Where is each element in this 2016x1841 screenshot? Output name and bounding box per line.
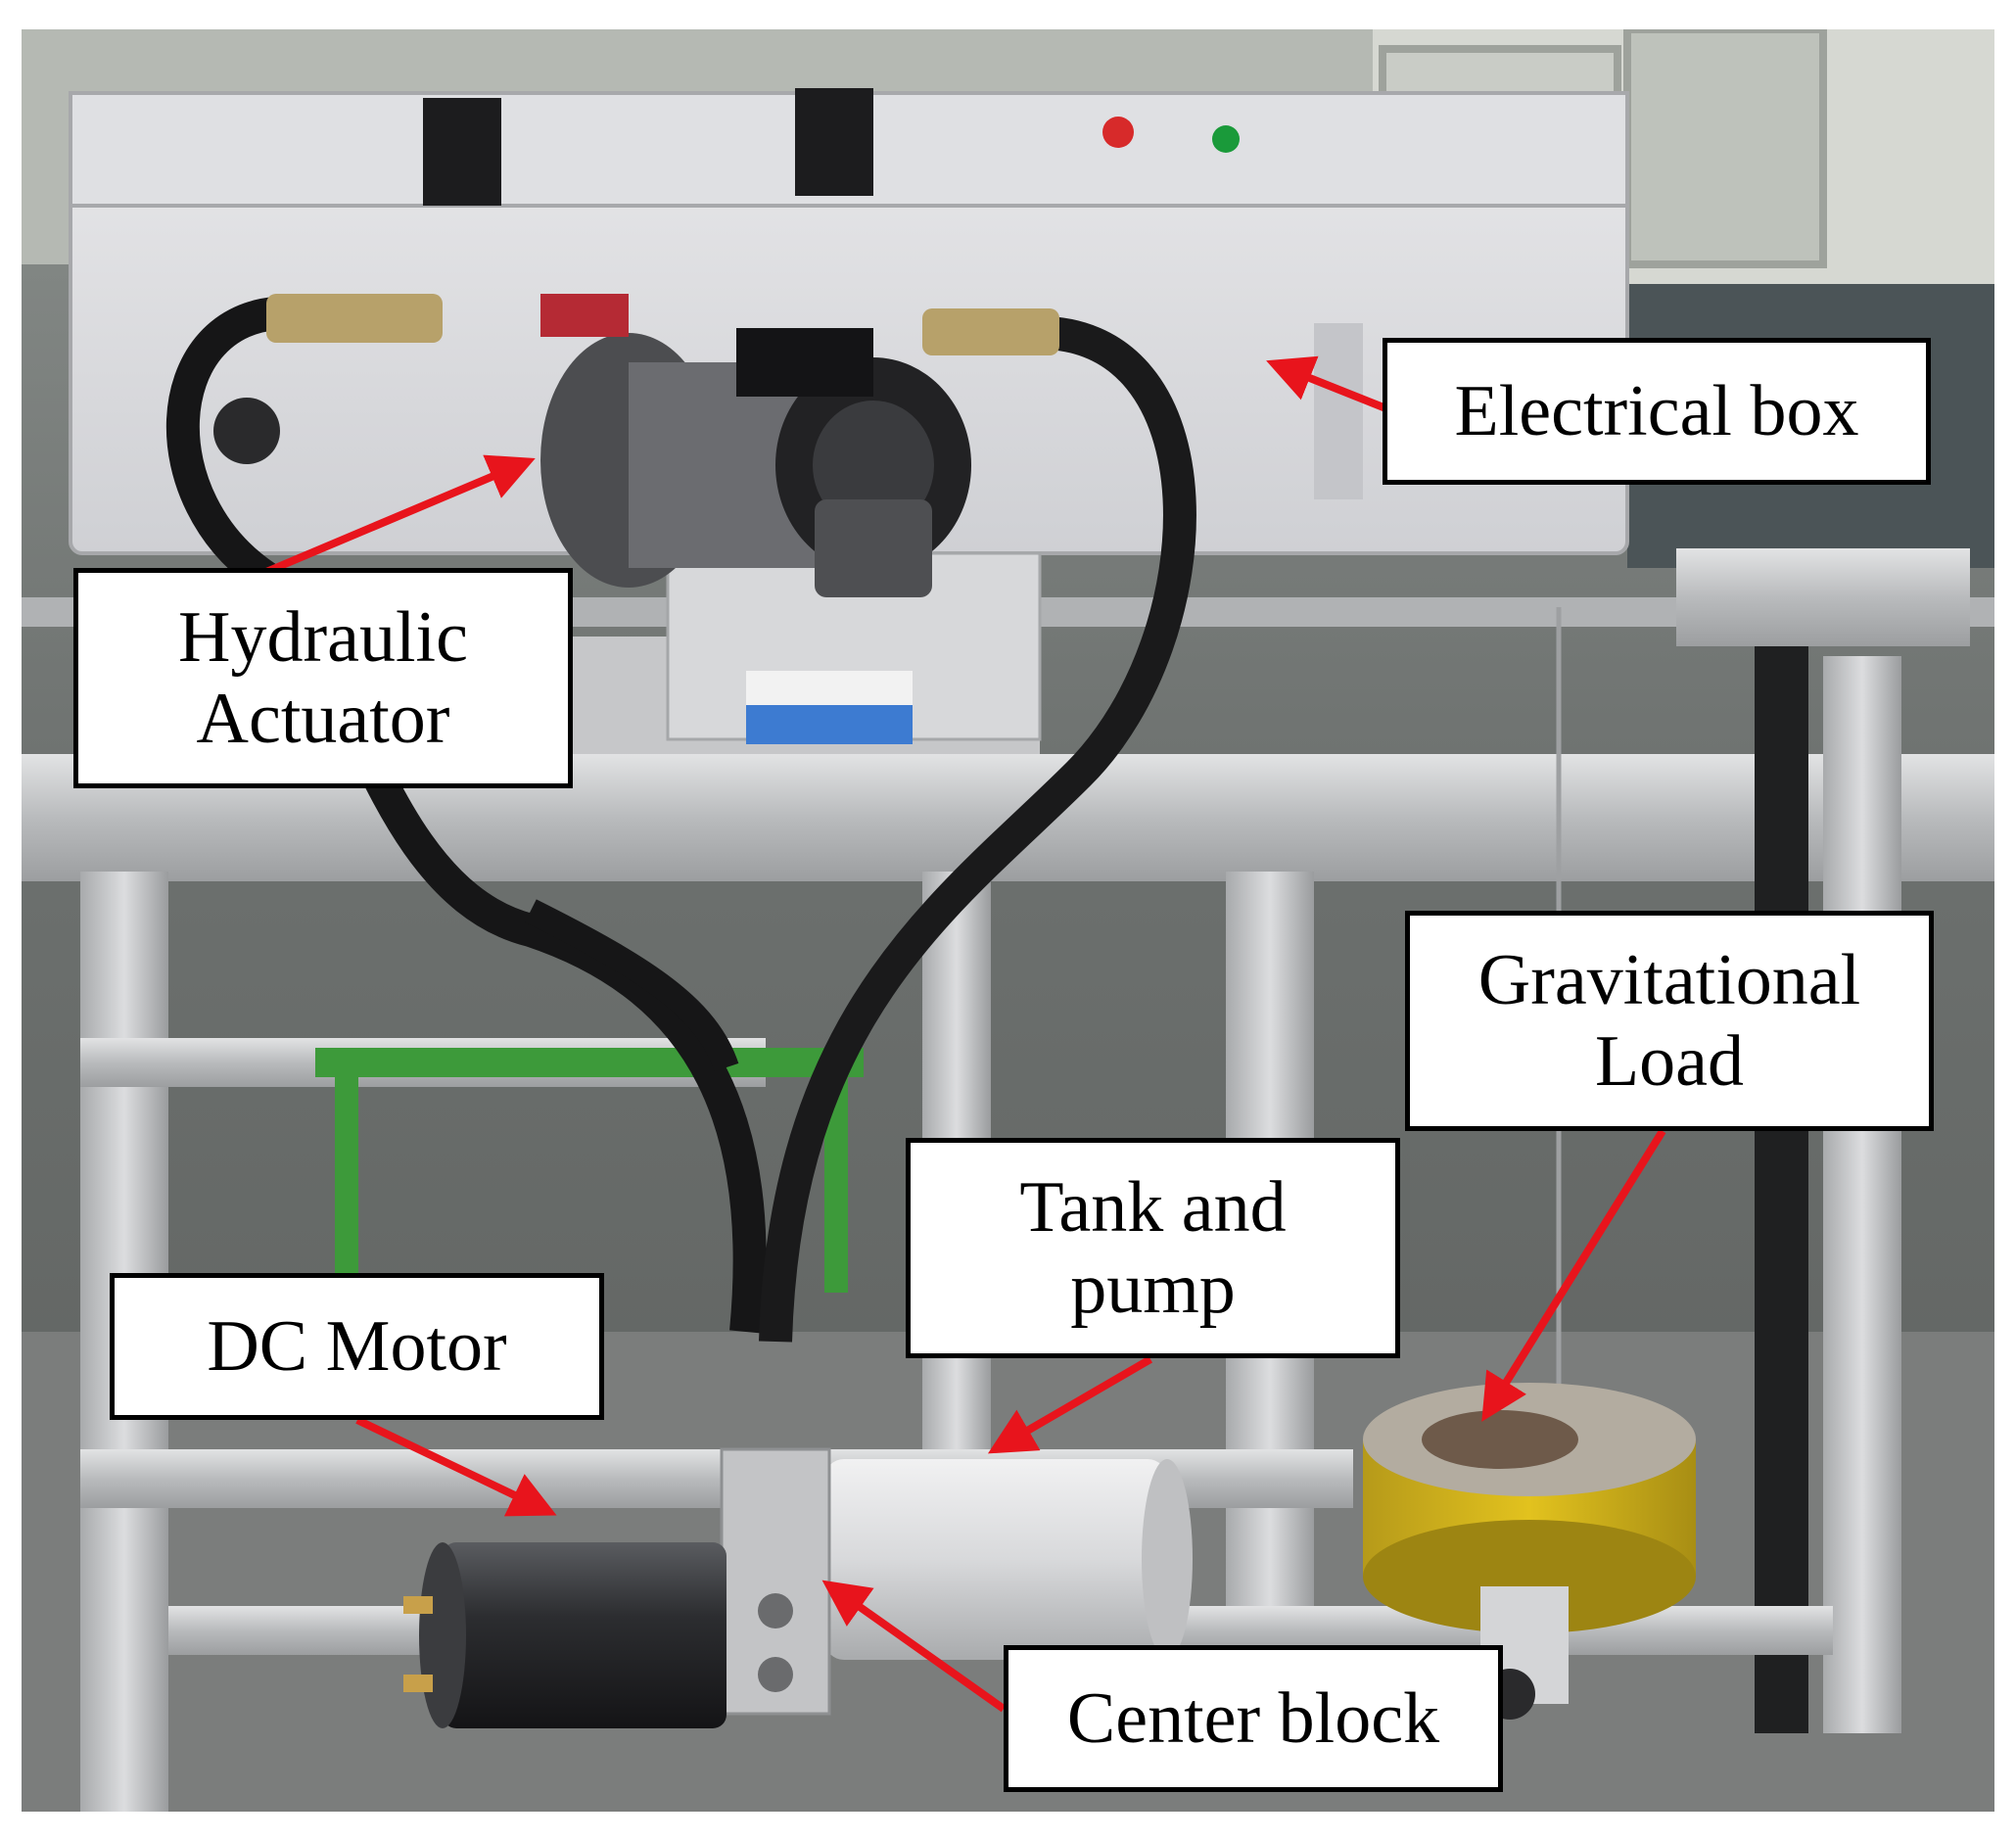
label-gravitational-load: Gravitational Load xyxy=(1405,911,1934,1131)
label-tank-and-pump-line2: pump xyxy=(1070,1248,1236,1329)
label-dc-motor: DC Motor xyxy=(110,1273,604,1420)
label-tank-and-pump-line1: Tank and xyxy=(1019,1166,1287,1248)
label-hydraulic-actuator: Hydraulic Actuator xyxy=(73,568,573,788)
label-center-block-text: Center block xyxy=(1066,1677,1440,1759)
label-electrical-box-text: Electrical box xyxy=(1454,370,1859,451)
label-hydraulic-actuator-line2: Actuator xyxy=(196,678,450,759)
label-hydraulic-actuator-line1: Hydraulic xyxy=(178,596,468,678)
label-gravitational-load-line1: Gravitational xyxy=(1477,939,1861,1020)
label-electrical-box: Electrical box xyxy=(1383,338,1931,485)
label-dc-motor-text: DC Motor xyxy=(207,1305,507,1387)
label-gravitational-load-line2: Load xyxy=(1594,1020,1745,1102)
label-center-block: Center block xyxy=(1004,1645,1503,1792)
label-tank-and-pump: Tank and pump xyxy=(906,1138,1400,1358)
